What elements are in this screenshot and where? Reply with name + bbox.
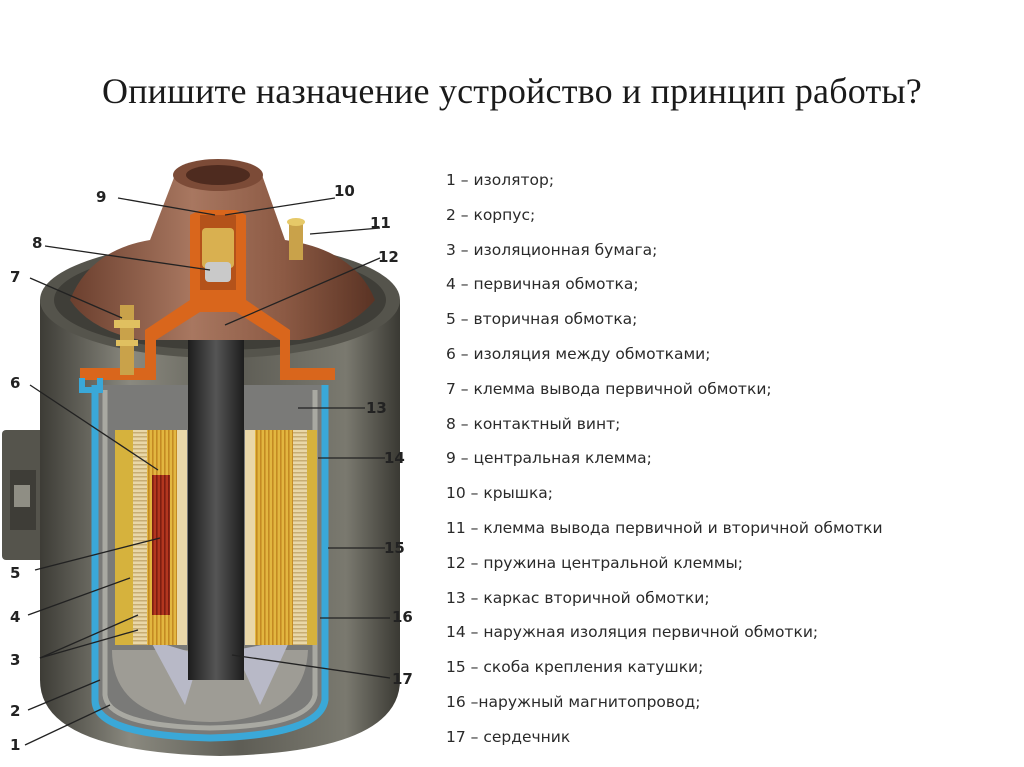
terminal-11: [287, 218, 305, 260]
primary-terminal-7: [114, 305, 140, 375]
legend-item-14: 14 – наружная изоляция первичной обмотки…: [446, 623, 819, 642]
callout-6: 6: [10, 374, 20, 392]
legend-item-6: 6 – изоляция между обмотками;: [446, 344, 711, 363]
callout-8: 8: [32, 234, 42, 252]
legend-item-12: 12 – пружина центральной клеммы;: [446, 553, 743, 572]
legend-item-15: 15 – скоба крепления катушки;: [446, 658, 704, 677]
legend-item-11: 11 – клемма вывода первичной и вторичной…: [446, 518, 883, 537]
callout-7: 7: [10, 268, 20, 286]
callout-2: 2: [10, 702, 20, 720]
legend-item-9: 9 – центральная клемма;: [446, 449, 652, 468]
legend-item-13: 13 – каркас вторичной обмотки;: [446, 588, 710, 607]
callout-11: 11: [370, 214, 391, 232]
callout-10: 10: [334, 182, 355, 200]
mounting-bracket: [2, 430, 52, 560]
slide-title: Опишите назначение устройство и принцип …: [102, 71, 922, 111]
callout-12: 12: [378, 248, 399, 266]
parts-legend: 1 – изолятор; 2 – корпус; 3 – изоляционн…: [446, 163, 1024, 755]
callout-16: 16: [392, 608, 413, 626]
callout-leaders: [24, 197, 391, 746]
callout-9: 9: [96, 188, 106, 206]
callout-17: 17: [392, 670, 413, 688]
legend-item-8: 8 – контактный винт;: [446, 414, 621, 433]
coil-cap: [70, 159, 375, 393]
legend-item-5: 5 – вторичная обмотка;: [446, 310, 638, 329]
legend-item-1: 1 – изолятор;: [446, 171, 555, 189]
callout-numbers: 9 10 11 8 12 7 6 13 14 15 5 4 16 3 17 2 …: [10, 182, 413, 754]
ignition-coil-diagram: 9 10 11 8 12 7 6 13 14 15 5 4 16 3 17 2 …: [2, 159, 413, 756]
callout-15: 15: [384, 539, 405, 557]
legend-item-2: 2 – корпус;: [446, 205, 536, 224]
callout-3: 3: [10, 651, 20, 669]
central-core: [188, 300, 244, 680]
legend-item-10: 10 – крышка;: [446, 484, 554, 503]
callout-13: 13: [366, 399, 387, 417]
coil-windings: [115, 430, 317, 645]
legend-item-4: 4 – первичная обмотка;: [446, 275, 639, 294]
legend-item-17: 17 – сердечник: [446, 727, 571, 746]
callout-5: 5: [10, 564, 20, 582]
legend-item-3: 3 – изоляционная бумага;: [446, 240, 658, 259]
callout-1: 1: [10, 736, 20, 754]
legend-item-7: 7 – клемма вывода первичной обмотки;: [446, 379, 772, 398]
callout-14: 14: [384, 449, 405, 467]
legend-item-16: 16 –наружный магнитопровод;: [446, 692, 701, 711]
callout-4: 4: [10, 608, 20, 626]
